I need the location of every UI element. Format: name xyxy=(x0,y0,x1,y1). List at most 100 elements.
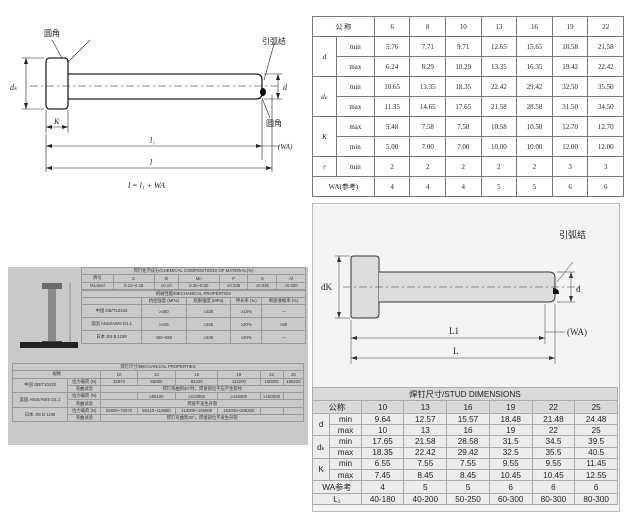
value-cell: 7.00 xyxy=(445,136,482,157)
stud-table-bottom: 焊钉尺寸/STUD DIMENSIONS 公称 10 13 16 19 22 2… xyxy=(311,387,618,506)
test-val: ≥103000 xyxy=(175,392,219,401)
value-cell: 24.48 xyxy=(574,412,618,426)
test-head: 13 xyxy=(136,370,177,379)
value-cell: 8.45 xyxy=(403,468,448,482)
table-row: 中国 GB/T10433 拉力载荷 (N) 32970 55000 84420 … xyxy=(11,377,305,394)
value-cell: 31.50 xyxy=(551,96,589,117)
table-row: WA(参考) 4 4 4 5 5 6 6 xyxy=(312,176,624,197)
value-cell: 9.55 xyxy=(488,457,533,470)
value-cell: 2 xyxy=(409,156,446,177)
stud-table-bottom-grid: 焊钉尺寸/STUD DIMENSIONS 公称 10 13 16 19 22 2… xyxy=(311,387,618,506)
chem-val: ≤0.035 xyxy=(247,281,278,290)
group-cell: K xyxy=(312,116,337,157)
value-cell: 16.35 xyxy=(516,56,553,77)
test-val: 150000 xyxy=(259,377,284,386)
value-cell: 35.50 xyxy=(587,76,624,97)
value-cell: 4 xyxy=(409,176,446,197)
value-cell: 5.00 xyxy=(373,136,411,157)
test-val xyxy=(282,392,305,401)
value-cell: 32.50 xyxy=(551,76,589,97)
sub-cell: min xyxy=(329,435,362,448)
table-row: WA参考 4 5 5 6 6 6 xyxy=(312,480,618,495)
value-cell: 17.65 xyxy=(360,435,405,448)
test-std: 日本 JIS B 1198 xyxy=(11,406,69,423)
mech-val: ≥20% xyxy=(230,330,263,345)
header-cell: 公 称 xyxy=(312,16,375,37)
test-kind: 拉力载荷 (N) xyxy=(67,392,102,401)
mech-val: ≥345 xyxy=(185,317,232,332)
label-dk: dₖ xyxy=(10,83,18,92)
arc-shield-mark-bottom xyxy=(553,288,559,294)
value-cell: 7.00 xyxy=(409,136,446,157)
value-cell: 3 xyxy=(587,156,624,177)
group-cell: d xyxy=(311,412,331,437)
table-row: 焊钉化学成分/CHEMICAL COMPOSITIONS OF MATERIAL… xyxy=(81,266,306,276)
value-cell: 6 xyxy=(488,480,533,495)
mech-val: 日本 JIS B 1198 xyxy=(80,330,143,345)
test-std: 美国 ANSI/AWS D1.1 xyxy=(11,392,69,408)
test-val: 196220 xyxy=(282,377,305,386)
value-cell: 19 xyxy=(488,424,533,437)
chem-table: 焊钉化学成分/CHEMICAL COMPOSITIONS OF MATERIAL… xyxy=(81,266,306,290)
chem-val: ≤0.035 xyxy=(218,281,249,290)
value-cell: 6.24 xyxy=(373,56,411,77)
label-d-bottom: d xyxy=(576,284,581,294)
test-head: 22 xyxy=(259,370,284,379)
table-row: dₖ min 10.65 13.35 18.35 22.42 29.42 32.… xyxy=(312,76,624,117)
value-cell: 31.5 xyxy=(488,435,533,448)
label-fillet-right: 圆角 xyxy=(266,118,282,128)
test-val: 113000~155900 xyxy=(175,406,219,416)
mech-col: 抗拉强度 (MPa) xyxy=(141,297,187,306)
table-row: d min 9.64 12.57 15.57 18.48 21.48 24.48 xyxy=(311,412,618,437)
stud-drawing-bottom-svg: 引弧结 dK d L1 (WA) L xyxy=(321,229,587,364)
chem-col: 牌号 xyxy=(81,274,114,283)
value-cell: 2 xyxy=(373,156,411,177)
value-cell: 40-200 xyxy=(403,493,448,506)
value-cell: 29.42 xyxy=(516,76,553,97)
value-cell: 34.5 xyxy=(531,435,576,448)
table-row: dₖ min 17.65 21.58 28.58 31.5 34.5 39.5 xyxy=(311,435,618,459)
mech-val: ≥20% xyxy=(230,317,263,332)
mech-col: 伸长率 (%) xyxy=(230,297,263,306)
label-fillet-top: 圆角 xyxy=(44,28,60,38)
test-head: 规格 xyxy=(11,370,102,379)
value-cell: 13.35 xyxy=(409,76,446,97)
table-row: 弯曲试验 焊钉弯曲到30°，焊接部位不发生开裂 xyxy=(13,414,304,423)
test-val: 32970 xyxy=(100,377,138,386)
value-cell: 22 xyxy=(531,424,576,437)
mech-title: 机械性能/MECHANICAL PROPERTIES xyxy=(81,289,306,299)
group-cell: d xyxy=(312,36,337,77)
size-cell: 13 xyxy=(403,400,448,414)
table-row: L₁ 40-180 40-200 50-250 60-300 80-300 80… xyxy=(312,493,618,506)
stud-shank xyxy=(68,73,263,100)
stud-table-top: 公 称 6 8 10 13 16 19 22 d min 5.76 7.71 9… xyxy=(312,16,624,197)
label-k: K xyxy=(53,117,60,126)
stud-drawing-top: 圆角 引弧结 圆角 dₖ d K l₁ (WA) l l = l₁ + WA xyxy=(0,0,312,200)
table-row: max 7.45 8.45 8.45 10.45 10.45 12.55 xyxy=(313,468,618,482)
table-row: 日本 JIS B 1198 拉力载荷 (N) 32800~72070 55410… xyxy=(11,406,305,423)
table-row: r min 2 2 2 2 2 3 3 xyxy=(312,156,624,177)
value-cell: 25 xyxy=(574,424,618,437)
value-cell: 80-300 xyxy=(531,493,576,506)
test-note: 焊接不发生开裂 xyxy=(100,399,304,408)
sub-cell: min xyxy=(335,156,375,177)
value-cell: 8.45 xyxy=(446,468,490,482)
value-cell: 22.42 xyxy=(587,56,624,77)
test-val: 84420 xyxy=(175,377,219,386)
value-cell: 11.45 xyxy=(574,457,618,470)
value-cell: 4 xyxy=(360,480,405,495)
value-cell: 21.58 xyxy=(587,36,624,57)
table-row: 美国 ANSI/AWS D1.1 拉力载荷 (N) ≥55100 ≥103000… xyxy=(11,392,305,408)
group-cell: dₖ xyxy=(312,76,337,117)
value-cell: 29.42 xyxy=(446,446,490,459)
formula: l = l₁ + WA xyxy=(128,181,165,190)
chem-title: 焊钉化学成分/CHEMICAL COMPOSITIONS OF MATERIAL… xyxy=(81,266,306,276)
table-row: 规格 10 13 16 19 22 25 xyxy=(11,370,305,379)
mech-val: 中国 GB/T10433 xyxy=(80,304,143,319)
chem-val: ≤0.10 xyxy=(153,281,179,290)
size-cell: 22 xyxy=(531,400,576,414)
value-cell: 11.35 xyxy=(373,96,411,117)
value-cell: 10.29 xyxy=(445,56,482,77)
sub-cell: min xyxy=(335,136,375,157)
test-val xyxy=(282,406,305,416)
